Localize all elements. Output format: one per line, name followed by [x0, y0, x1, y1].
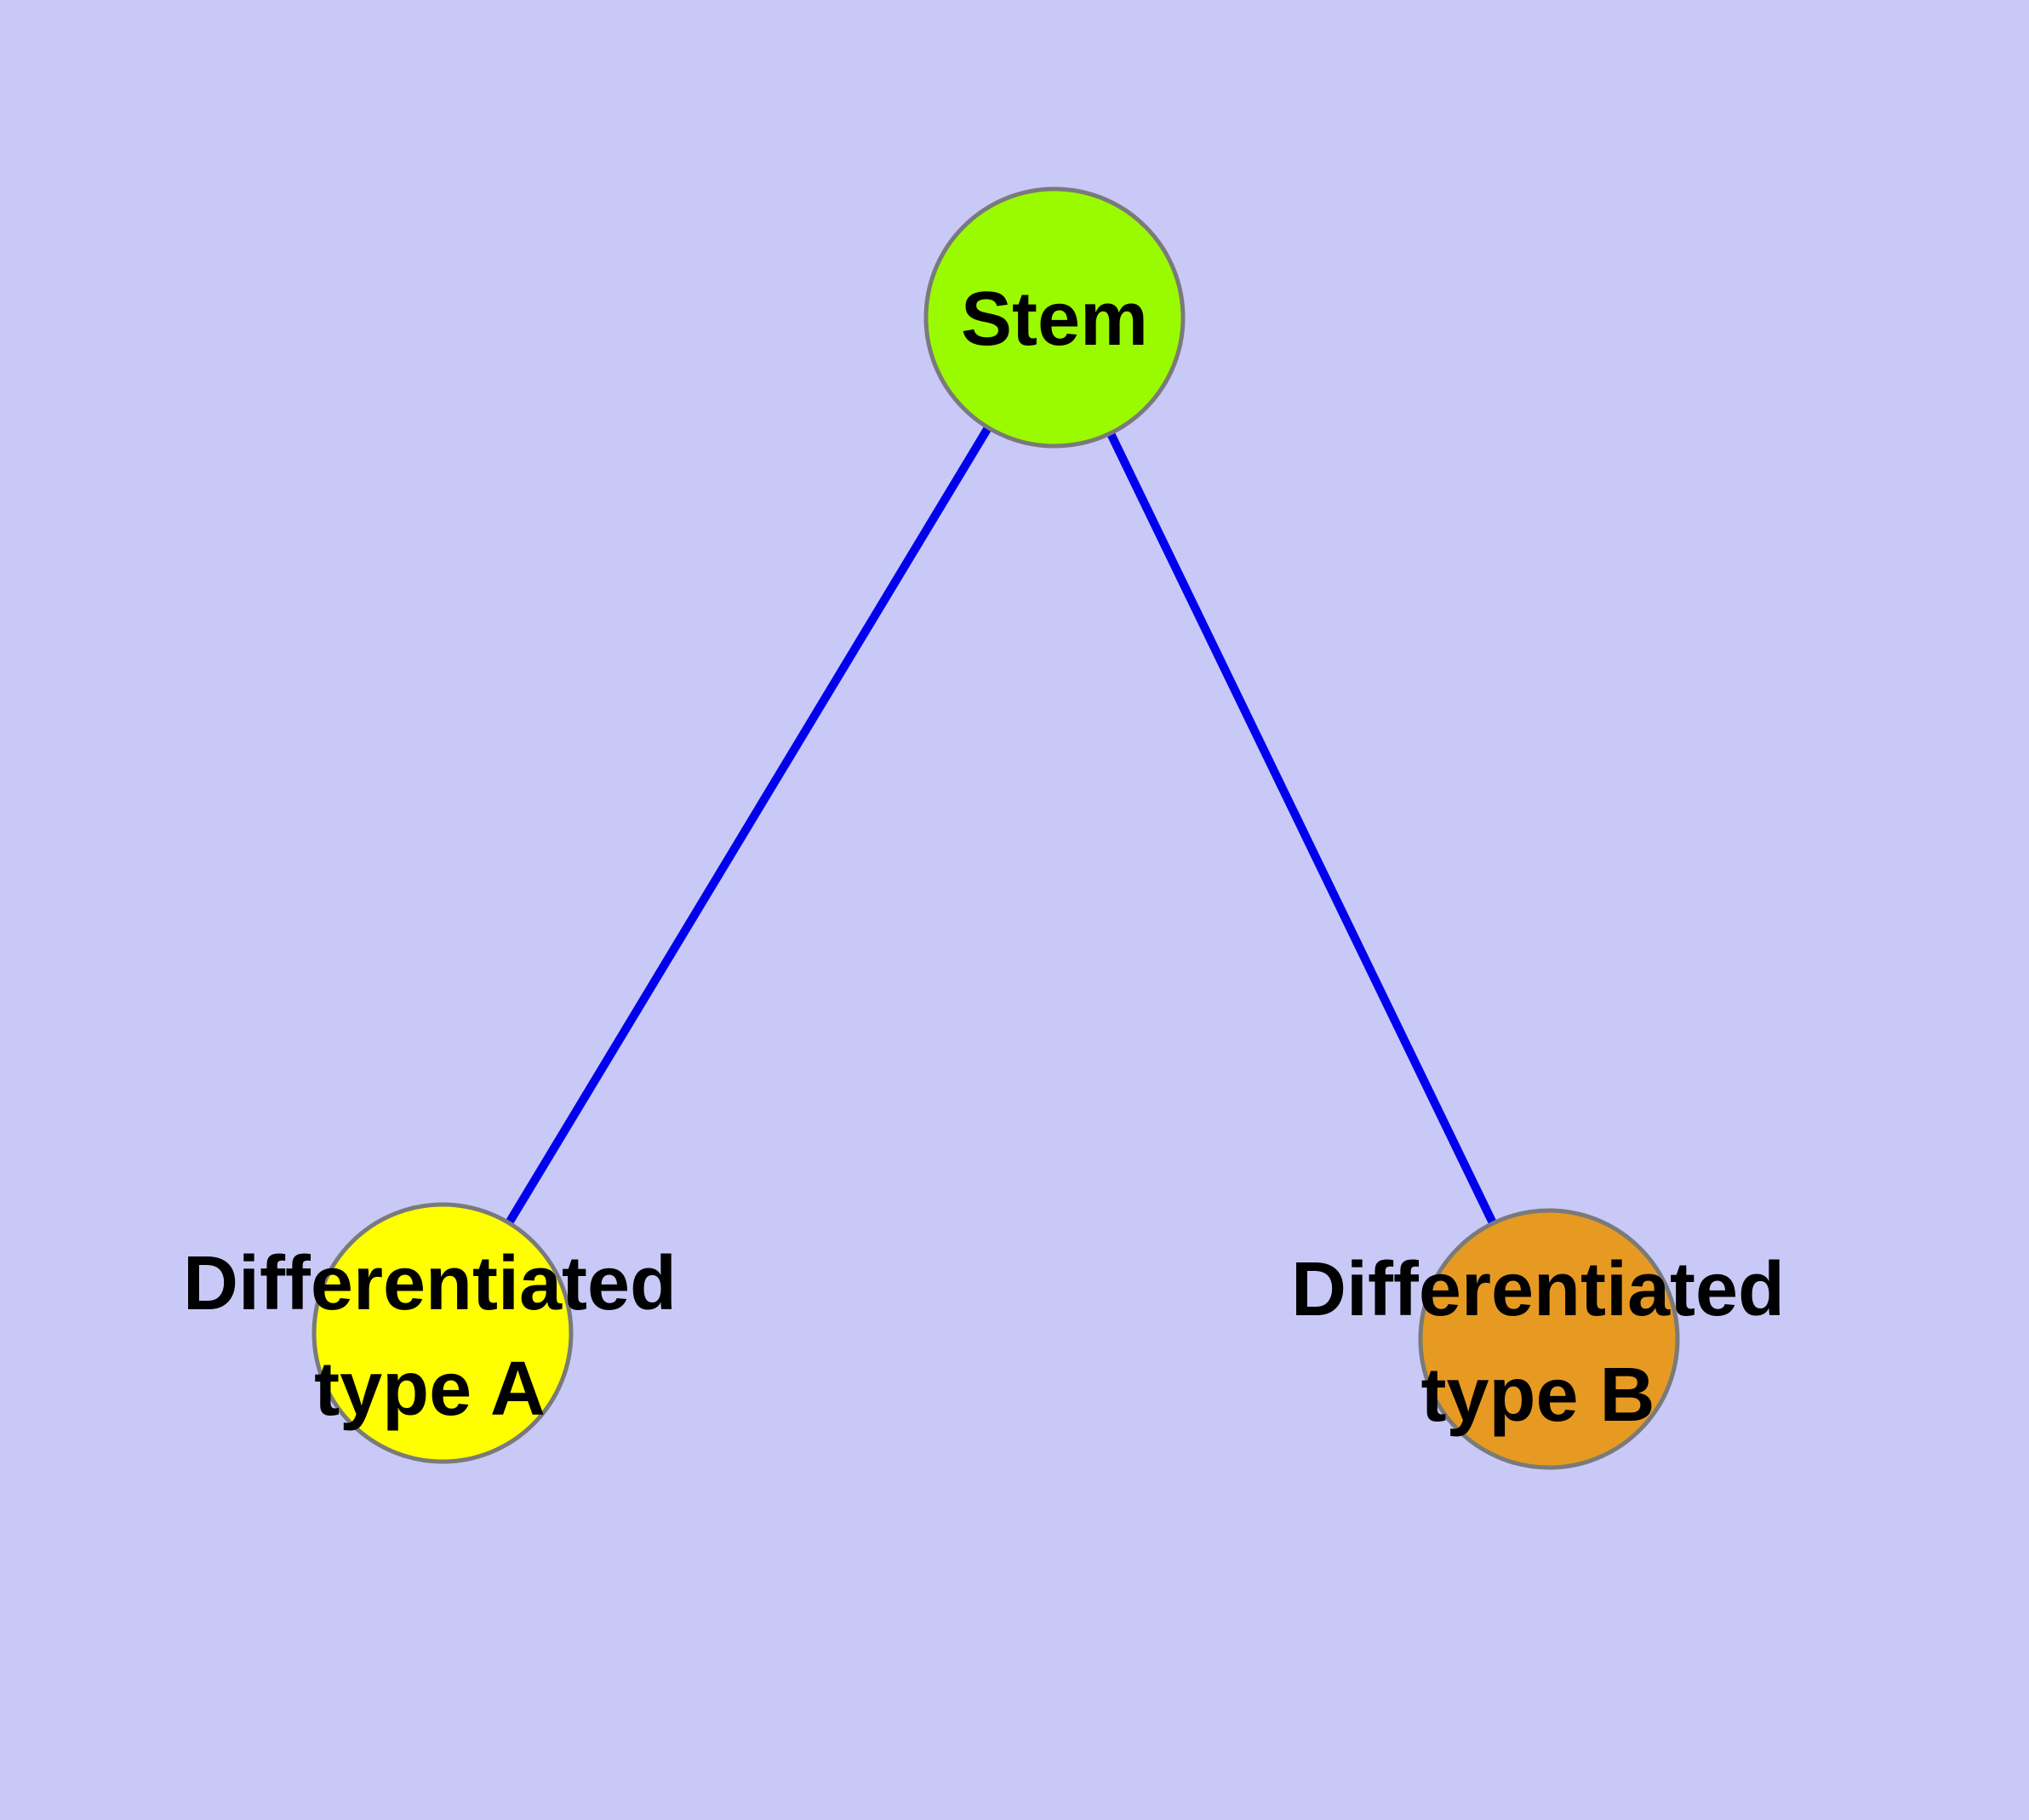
node-type-b-label-line1: Differentiated	[1291, 1247, 1785, 1332]
node-stem: Stem	[923, 186, 1186, 449]
node-differentiated-type-b: Differentiated type B	[1291, 1208, 1785, 1470]
node-type-a-circle[interactable]	[311, 1202, 574, 1464]
node-type-a-label-line2: type A	[314, 1347, 546, 1432]
node-differentiated-type-a: Differentiated type A	[183, 1202, 677, 1464]
node-stem-label: Stem	[961, 277, 1148, 362]
node-type-b-circle[interactable]	[1418, 1208, 1680, 1470]
node-stem-circle[interactable]	[923, 186, 1186, 449]
edge-stem-to-type-b[interactable]	[1050, 315, 1553, 1342]
edge-stem-to-type-a[interactable]	[438, 315, 1059, 1336]
node-type-b-label-line2: type B	[1420, 1353, 1655, 1438]
node-type-a-label-line1: Differentiated	[183, 1241, 677, 1326]
